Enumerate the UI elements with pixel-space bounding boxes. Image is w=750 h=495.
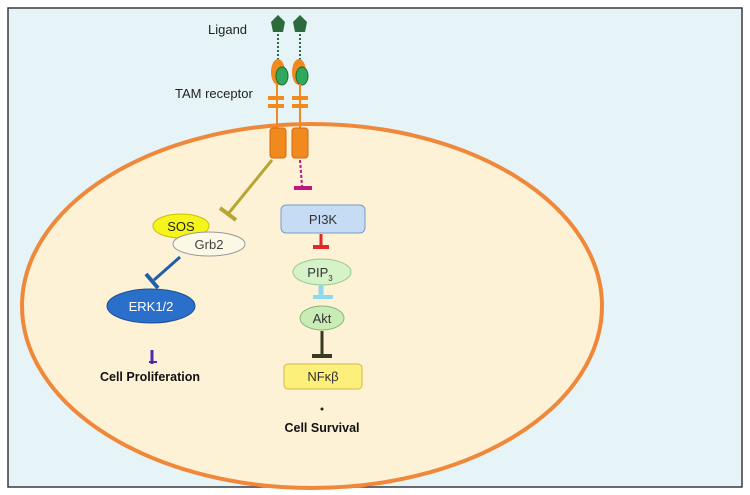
survival-marker [320,407,324,411]
inhibition-arrow-icon [312,331,332,358]
erk-label: ERK1/2 [129,299,174,314]
akt-node [299,305,345,331]
akt-label: Akt [313,311,332,326]
pip3-label: PIP3 [307,265,333,283]
ligand-label: Ligand [208,22,247,37]
erk-node [106,288,196,324]
nfkb-label: NFκβ [307,369,338,384]
tam-receptor-label: TAM receptor [175,86,253,101]
pi3k-label: PI3K [309,212,338,227]
grb2-label: Grb2 [195,237,224,252]
inhibition-arrow-icon [149,350,157,364]
cell-membrane [20,122,604,490]
grb2-node [172,231,246,257]
inhibition-arrow-icon [313,234,329,249]
inhibition-arrow-icon [144,255,181,290]
inhibition-arrow-icon [294,159,312,190]
sos-label: SOS [167,219,195,234]
cell-proliferation-label: Cell Proliferation [100,370,200,384]
inhibition-arrow-icon [313,285,333,299]
inhibition-arrow-icon [218,159,274,222]
nfkb-node [283,363,363,390]
pi3k-node [280,204,366,234]
cell-survival-label: Cell Survival [284,421,359,435]
tam-receptor-icon [268,15,309,159]
